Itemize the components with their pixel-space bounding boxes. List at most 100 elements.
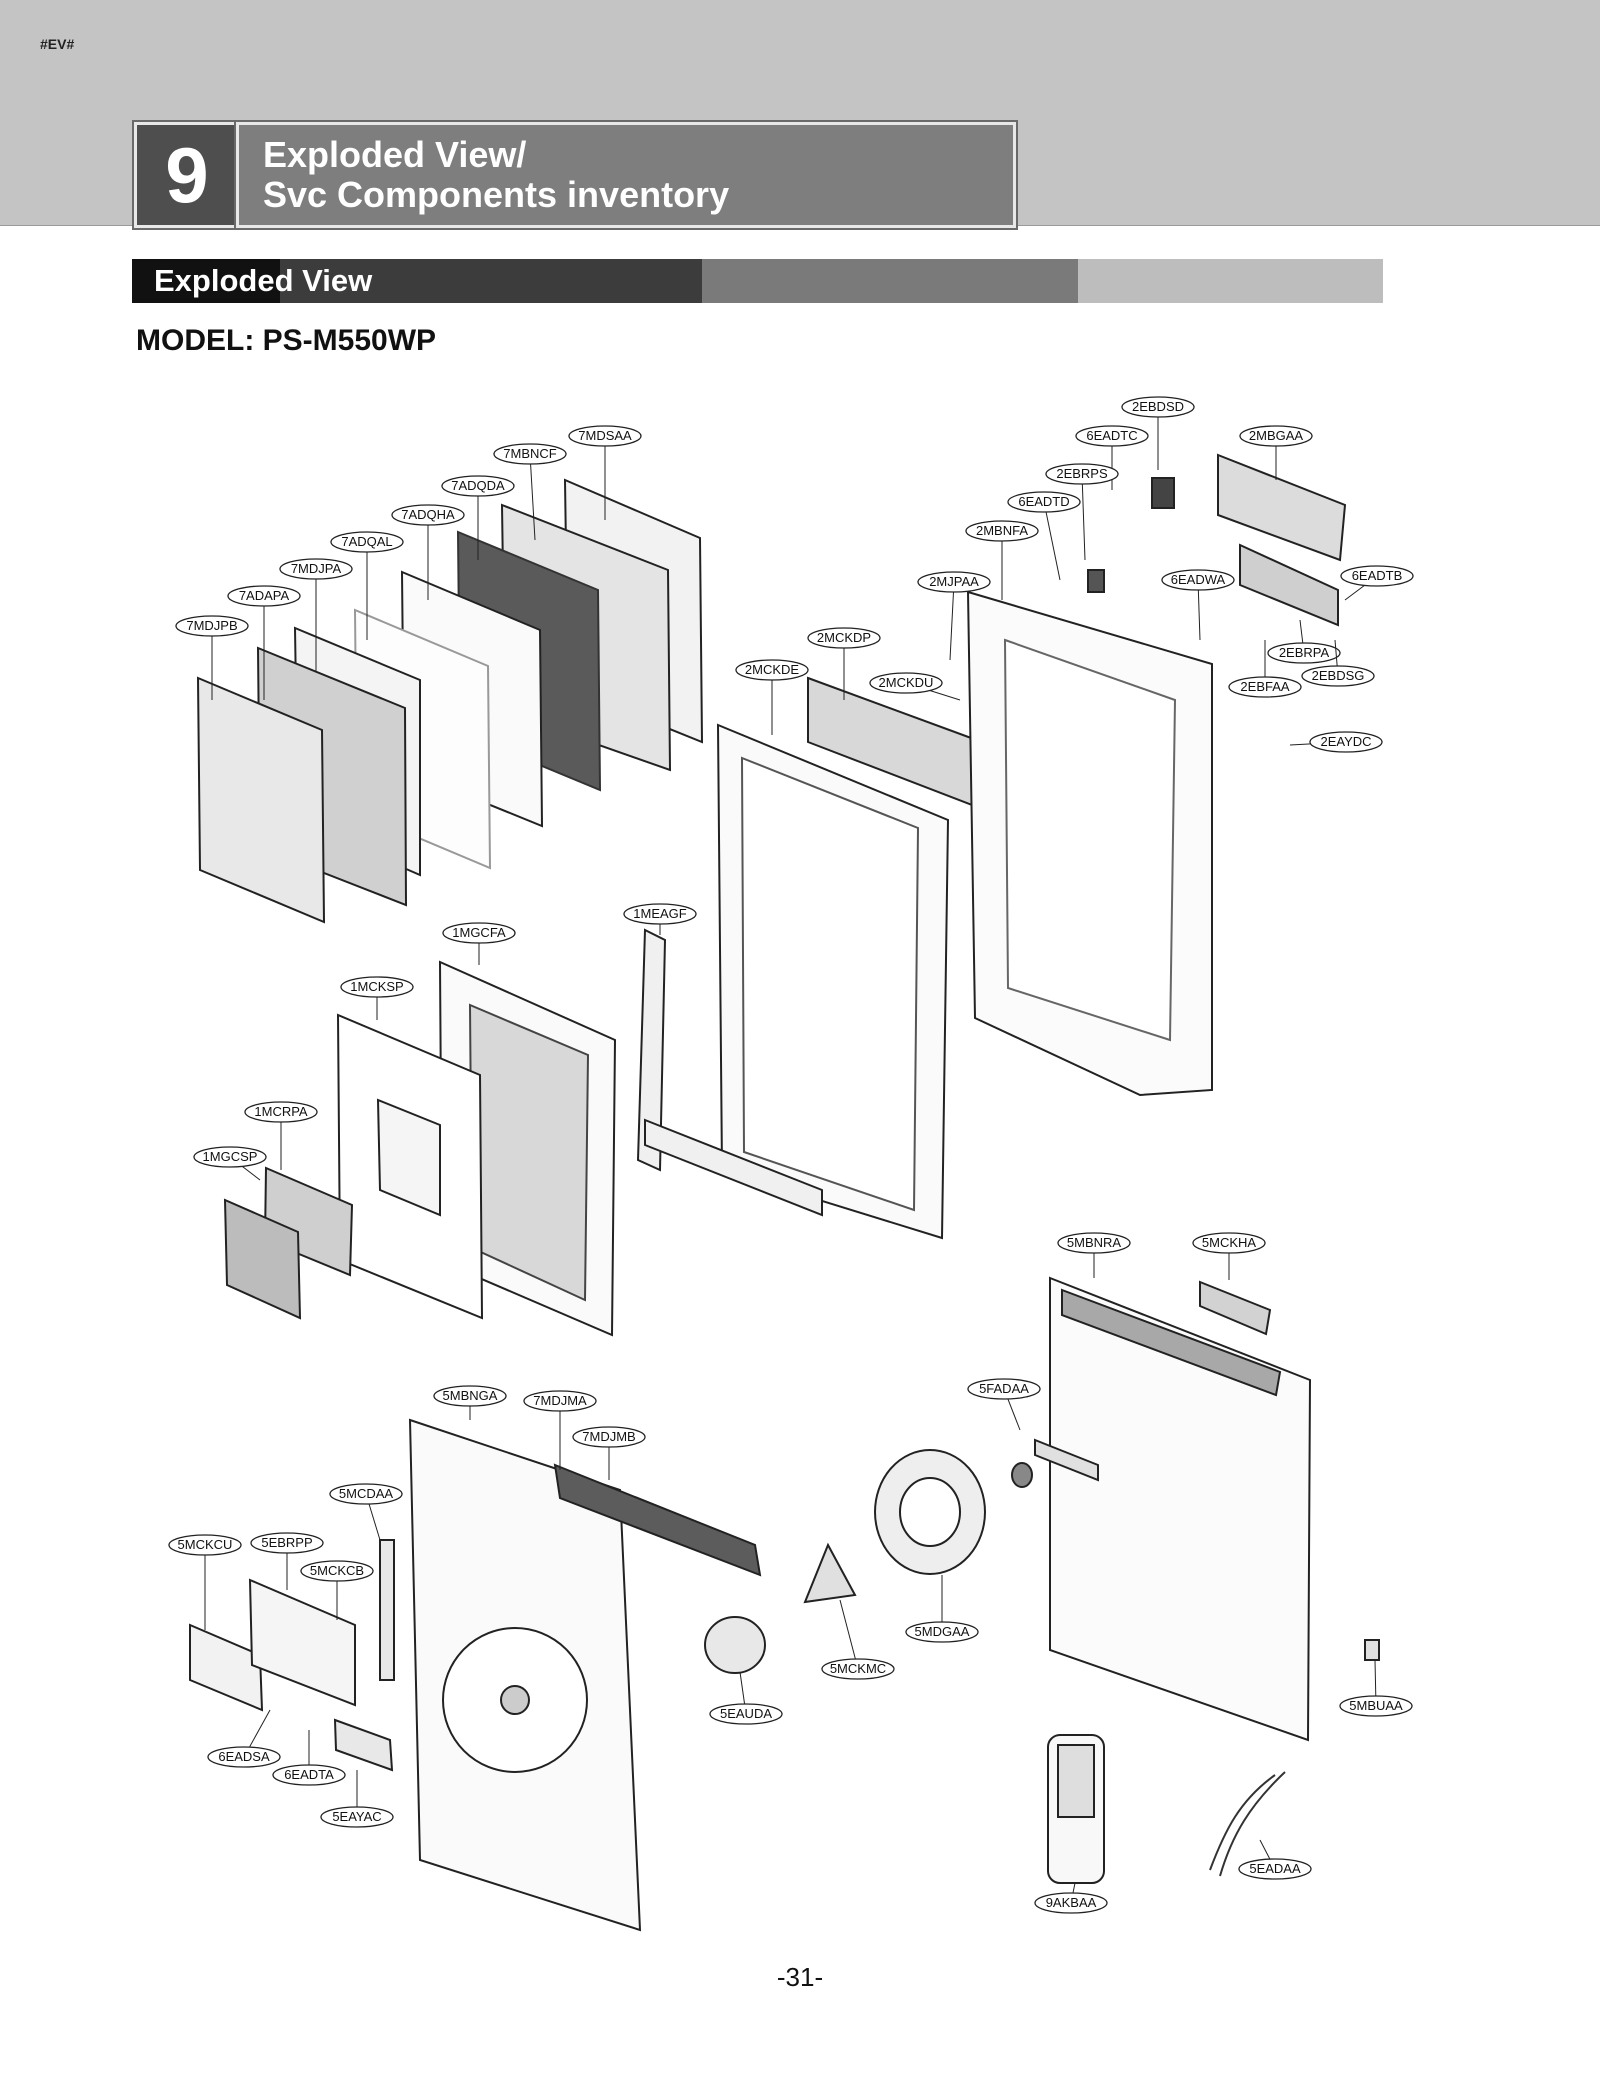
part-label: 2EAYDC [1320,734,1371,749]
part-label: 2MJPAA [929,574,979,589]
page-number: -31- [776,1962,824,1992]
callout-oval [442,922,516,944]
part-label: 7ADQHA [401,507,455,522]
accessories-drawing [1047,1639,1380,1884]
part-label: 7MBNCF [503,446,557,461]
callout-oval [1057,1232,1131,1254]
part-label: 1MEAGF [633,906,687,921]
callout-oval [568,425,642,447]
callout-oval [1228,676,1302,698]
callout-oval [300,1560,374,1582]
part-label: 5MBNRA [1067,1235,1122,1250]
part-label: 5EAYAC [332,1809,381,1824]
part-label: 5MCKCU [178,1537,233,1552]
callout-oval [905,1621,979,1643]
callout-leader-line [949,581,955,661]
callout-oval [227,585,301,607]
part-label: 2EBDSG [1312,668,1365,683]
part-label: 7MDSAA [578,428,632,443]
callout-oval [391,504,465,526]
callout-oval [330,531,404,553]
section-bar [132,259,1383,303]
part-label: 5MBNGA [443,1388,498,1403]
part-label: 5MCDAA [339,1486,394,1501]
callout-oval [1339,1695,1413,1717]
part-label: 6EADTB [1352,568,1403,583]
part-drawings [189,453,1380,1932]
callout-oval [1075,425,1149,447]
callout-oval [433,1385,507,1407]
document-code: #EV# [40,36,75,52]
model-label: MODEL: PS-M550WP [136,324,437,357]
callout-oval [1121,396,1195,418]
callout-oval [967,1378,1041,1400]
callout-oval [193,1146,267,1168]
part-label: 5MCKCB [310,1563,364,1578]
part-label: 2EBFAA [1240,679,1289,694]
callout-oval [250,1532,324,1554]
part-label: 5MCKMC [830,1661,886,1676]
part-label: 5EADAA [1249,1861,1301,1876]
callout-oval [441,475,515,497]
callout-oval [1238,1858,1312,1880]
fan-motor-drawing [704,1449,1033,1674]
callout-oval [340,976,414,998]
callout-oval [1034,1892,1108,1914]
callout-oval [917,571,991,593]
part-label: 2MBNFA [976,523,1028,538]
front-frame-drawing [716,676,984,1240]
part-label: 2MCKDE [745,662,800,677]
part-label: 6EADTA [284,1767,334,1782]
callout-oval [1309,731,1383,753]
callout-oval [965,520,1039,542]
part-label: 7ADQDA [451,478,505,493]
callout-oval [709,1703,783,1725]
part-label: 5EBRPP [261,1535,312,1550]
rear-housing-drawing [408,1418,762,1932]
part-label: 2MCKDP [817,630,871,645]
part-label: 6EADTD [1018,494,1069,509]
part-callouts: 7MDSAA7MBNCF7ADQDA7ADQHA7ADQAL7MDJPA7ADA… [168,396,1414,1914]
front-grill-drawing [223,960,617,1337]
callout-oval [1301,665,1375,687]
callout-oval [175,615,249,637]
filter-stack-drawing [196,478,704,924]
callout-leader-line [839,1599,859,1670]
part-label: 6EADSA [218,1749,270,1764]
part-label: 2EBRPA [1279,645,1330,660]
part-label: 5MDGAA [915,1624,970,1639]
callout-oval [168,1534,242,1556]
chapter-title-line1: Exploded View/ [263,134,527,175]
callout-oval [821,1658,895,1680]
callout-oval [207,1746,281,1768]
main-body-upper-drawing [966,590,1213,1097]
chapter-title-line2: Svc Components inventory [263,174,730,215]
callout-oval [623,903,697,925]
guide-rail-drawing [636,928,823,1217]
callout-oval [523,1390,597,1412]
part-label: 6EADTC [1086,428,1137,443]
part-label: 5FADAA [979,1381,1029,1396]
part-label: 5MCKHA [1202,1235,1257,1250]
part-label: 1MGCSP [203,1149,258,1164]
callout-oval [1267,642,1341,664]
part-label: 2MCKDU [879,675,934,690]
part-label: 1MGCFA [452,925,506,940]
callout-oval [1161,569,1235,591]
part-label: 2MBGAA [1249,428,1304,443]
control-box-drawing [189,1539,395,1772]
callout-oval [329,1483,403,1505]
callout-oval [869,672,943,694]
callout-oval [572,1426,646,1448]
callout-oval [320,1806,394,1828]
part-label: 2EBDSD [1132,399,1184,414]
part-label: 1MCKSP [350,979,403,994]
section-title: Exploded View [154,263,373,298]
callout-oval [1239,425,1313,447]
callout-oval [272,1764,346,1786]
chapter-number-box: 9 [134,122,240,228]
callout-oval [1045,463,1119,485]
callout-oval [735,659,809,681]
part-label: 7MDJMA [533,1393,587,1408]
part-label: 6EADWA [1171,572,1226,587]
